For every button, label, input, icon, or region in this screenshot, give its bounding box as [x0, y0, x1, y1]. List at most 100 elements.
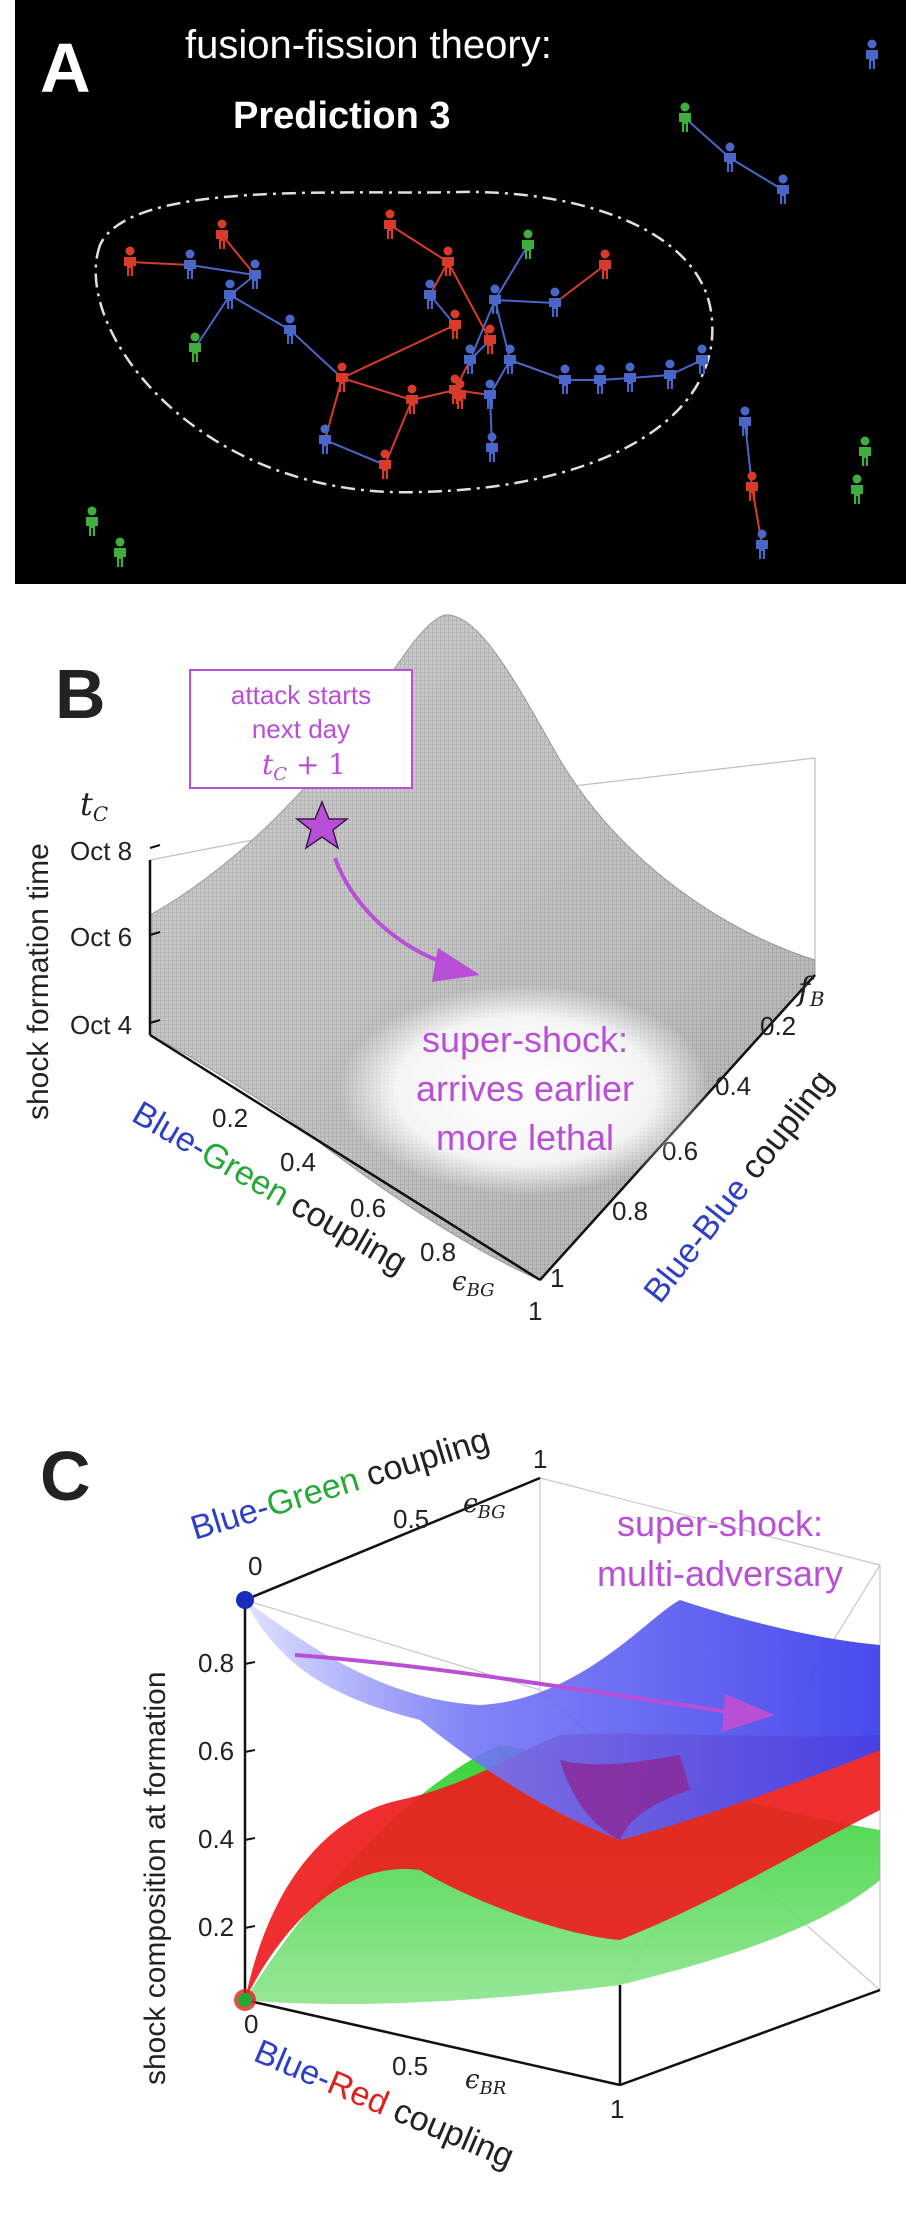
- annotation-b-line3: more lethal: [436, 1117, 614, 1158]
- person-icon: [442, 246, 454, 276]
- panel-a-letter: A: [40, 29, 91, 107]
- person-icon: [189, 332, 201, 362]
- network-edge: [494, 299, 556, 304]
- x-tick-0.4: 0.4: [280, 1147, 316, 1177]
- person-icon: [336, 362, 348, 392]
- person-icon: [777, 174, 789, 204]
- network-edge: [411, 389, 456, 401]
- person-icon: [489, 284, 501, 314]
- c-z-tick-0.6: 0.6: [198, 1736, 234, 1766]
- network-edge: [341, 324, 456, 379]
- c-top-symbol: ϵBG: [463, 1489, 506, 1523]
- network-edge: [289, 329, 343, 379]
- c-top-axis-label: Blue-Green coupling: [186, 1421, 494, 1548]
- annotation-b-line1: super-shock:: [422, 1019, 628, 1060]
- person-icon: [851, 474, 863, 504]
- c-z-tick-0.4: 0.4: [198, 1824, 234, 1854]
- y-tick-1: 1: [550, 1263, 564, 1293]
- person-icon: [486, 432, 498, 462]
- annotation-c-line2: multi-adversary: [597, 1553, 843, 1594]
- person-icon: [384, 209, 396, 239]
- network-edge: [194, 294, 231, 349]
- z-tick-oct6: Oct 6: [70, 922, 132, 952]
- c-z-tick-0.8: 0.8: [198, 1648, 234, 1678]
- network-edge: [729, 157, 784, 191]
- panel-b-letter: B: [55, 655, 106, 733]
- callout-line3: tC + 1: [262, 748, 346, 785]
- panel-a-background: [15, 0, 906, 584]
- network-nodes: [86, 39, 878, 567]
- x-tick-0.8: 0.8: [420, 1237, 456, 1267]
- network-edge: [509, 359, 566, 381]
- network-edge: [494, 244, 529, 301]
- person-icon: [746, 471, 758, 501]
- c-top-tick-0.5: 0.5: [393, 1504, 429, 1534]
- c-z-axis-label: shock composition at formation: [139, 1671, 172, 2085]
- z-symbol-tc: tC: [80, 785, 108, 826]
- network-boundary: [94, 190, 714, 494]
- panel-a: A fusion-fission theory: Prediction 3: [15, 0, 906, 584]
- panel-a-title-line2: Prediction 3: [233, 95, 451, 137]
- z-tick-oct8: Oct 8: [70, 836, 132, 866]
- blue-corner-dot: [236, 1591, 254, 1609]
- c-bottom-tick-0: 0: [244, 2009, 258, 2039]
- person-icon: [696, 344, 708, 374]
- network-edge: [554, 264, 606, 304]
- c-bottom-tick-0.5: 0.5: [392, 2051, 428, 2081]
- network-edge: [229, 294, 291, 331]
- person-icon: [454, 379, 466, 409]
- panel-a-title-line1: fusion-fission theory:: [185, 23, 552, 67]
- person-icon: [224, 279, 236, 309]
- callout-line2: next day: [252, 714, 350, 744]
- person-icon: [284, 314, 296, 344]
- network-edge: [189, 264, 256, 276]
- y-tick-0.2: 0.2: [760, 1011, 796, 1041]
- person-icon: [594, 364, 606, 394]
- c-z-tick-0.2: 0.2: [198, 1912, 234, 1942]
- person-icon: [184, 249, 196, 279]
- network-edge: [341, 377, 413, 401]
- network-edge: [384, 399, 413, 466]
- network-edge: [221, 234, 256, 276]
- person-icon: [739, 406, 751, 436]
- person-icon: [86, 506, 98, 536]
- person-icon: [724, 142, 736, 172]
- panel-b: B Oct 4 Oct 6 Oct 8 tC: [22, 614, 841, 1326]
- c-top-tick-0: 0: [248, 1551, 262, 1581]
- panel-c-arrow: [294, 1653, 731, 1714]
- panel-b-arrowhead: [432, 948, 480, 982]
- c-bottom-tick-1: 1: [610, 2094, 624, 2124]
- person-icon: [664, 359, 676, 389]
- person-icon: [484, 379, 496, 409]
- annotation-c-line1: super-shock:: [617, 1503, 823, 1544]
- person-icon: [319, 424, 331, 454]
- person-icon: [424, 279, 436, 309]
- y-tick-0.4: 0.4: [715, 1071, 751, 1101]
- person-icon: [559, 364, 571, 394]
- star-marker: [294, 800, 350, 850]
- person-icon: [379, 449, 391, 479]
- person-icon: [504, 344, 516, 374]
- person-icon: [549, 287, 561, 317]
- surface-blue: [245, 1600, 880, 1840]
- z-axis-label: shock formation time: [22, 843, 55, 1120]
- person-icon: [464, 344, 476, 374]
- z-tick-oct4: Oct 4: [70, 1010, 132, 1040]
- annotation-glow: [340, 985, 710, 1195]
- green-corner-dot: [238, 1993, 252, 2007]
- person-icon: [124, 246, 136, 276]
- person-icon: [449, 309, 461, 339]
- callout-box: [189, 669, 413, 789]
- panel-c-letter: C: [40, 1437, 91, 1515]
- person-icon: [756, 529, 768, 559]
- y-tick-0.8: 0.8: [612, 1196, 648, 1226]
- surface-overlap: [560, 1755, 690, 1840]
- person-icon: [114, 537, 126, 567]
- network-edge: [324, 439, 386, 466]
- x-symbol-ebg: ϵBG: [452, 1267, 495, 1301]
- panel-c-axes: [243, 1476, 881, 2087]
- panel-b-arrow: [333, 857, 451, 967]
- network-edge: [129, 261, 191, 266]
- panel-c: C: [40, 1421, 881, 2176]
